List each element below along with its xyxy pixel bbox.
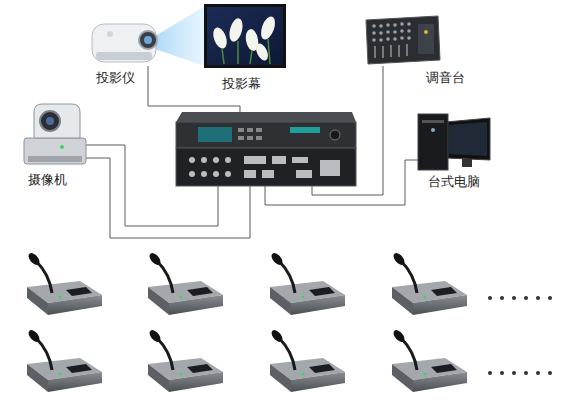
pc-label-node: 台式电脑 [426, 174, 482, 190]
mixer-icon [366, 16, 440, 64]
microphone-units [26, 251, 467, 392]
camera-label-node: 摄像机 [26, 172, 69, 188]
camera-icon [24, 104, 86, 164]
device-label: 摄像机 [26, 172, 69, 188]
device-label: 台式电脑 [426, 174, 482, 190]
projector-label-node: 投影仪 [94, 70, 137, 86]
projection-screen [204, 4, 286, 68]
mixer-label-node: 调音台 [424, 70, 467, 86]
projector-icon [92, 24, 157, 62]
wires [86, 66, 418, 238]
device-label: 投影仪 [94, 70, 137, 86]
device-label: 调音台 [424, 70, 467, 86]
light-beam [152, 6, 205, 66]
continuation-dots [488, 296, 552, 375]
host-unit [176, 112, 356, 186]
desktop-pc-icon [418, 114, 490, 170]
screen-label-node: 投影幕 [220, 76, 263, 92]
device-label: 投影幕 [220, 76, 263, 92]
